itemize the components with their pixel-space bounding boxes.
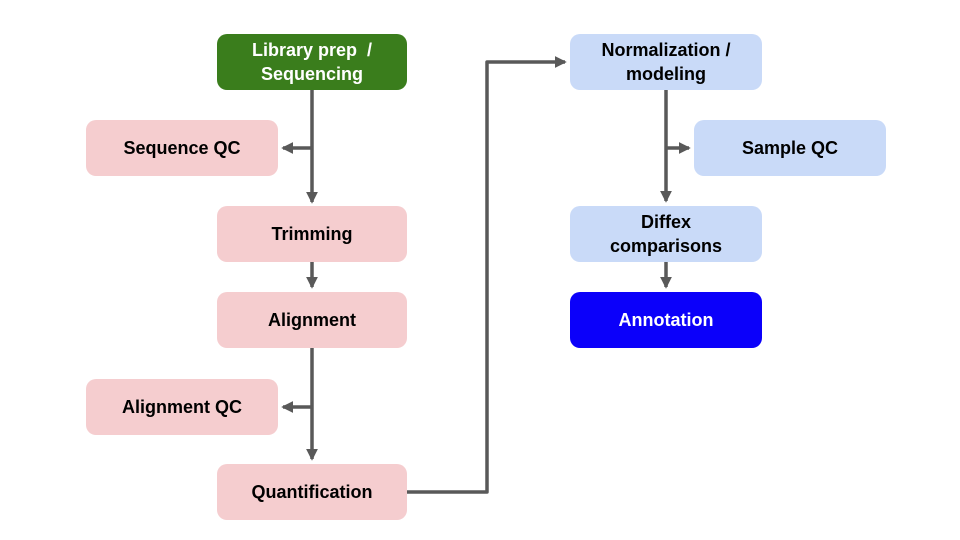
node-annotation: Annotation xyxy=(570,292,762,348)
node-sample-qc: Sample QC xyxy=(694,120,886,176)
connector-quantification-to-normalization xyxy=(407,56,567,494)
node-diffex-comparisons: Diffex comparisons xyxy=(570,206,762,262)
node-quantification: Quantification xyxy=(217,464,407,520)
node-label-normalization-modeling: Normalization / modeling xyxy=(601,39,731,84)
node-alignment-qc: Alignment QC xyxy=(86,379,278,435)
node-label-trimming: Trimming xyxy=(271,223,353,244)
node-label-quantification: Quantification xyxy=(251,481,373,502)
node-label-diffex-comparisons: Diffex comparisons xyxy=(609,211,723,256)
node-label-alignment: Alignment xyxy=(268,309,356,330)
node-label-sample-qc: Sample QC xyxy=(741,137,839,158)
node-trimming: Trimming xyxy=(217,206,407,262)
node-sequence-qc: Sequence QC xyxy=(86,120,278,176)
node-label-library-prep-sequencing: Library prep / Sequencing xyxy=(251,39,373,84)
node-alignment: Alignment xyxy=(217,292,407,348)
node-normalization-modeling: Normalization / modeling xyxy=(570,34,762,90)
node-library-prep-sequencing: Library prep / Sequencing xyxy=(217,34,407,90)
node-label-alignment-qc: Alignment QC xyxy=(122,396,242,417)
node-label-annotation: Annotation xyxy=(618,309,714,330)
node-label-sequence-qc: Sequence QC xyxy=(123,137,241,158)
